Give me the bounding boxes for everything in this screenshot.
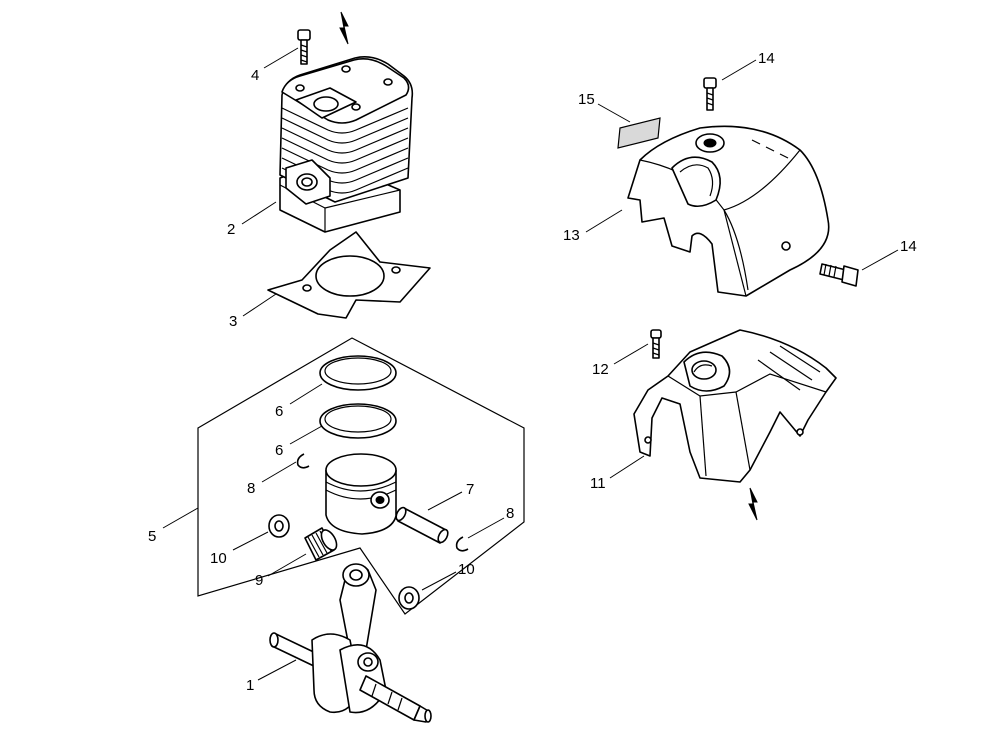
- part-shroud-11: [633, 329, 837, 483]
- leader-line-13: [585, 209, 623, 233]
- leader-line-14a: [721, 59, 757, 81]
- leader-line-8b: [467, 517, 505, 539]
- part-washer-10-left: [268, 514, 290, 538]
- part-screw-14-side: [819, 263, 859, 287]
- leader-line-14b: [861, 249, 899, 271]
- callout-4: 4: [251, 67, 259, 84]
- part-gasket-3: [267, 231, 431, 319]
- leader-line-7: [427, 491, 463, 511]
- callout-10-left: 10: [210, 550, 227, 567]
- leader-line-10b: [421, 571, 457, 591]
- callout-8-left: 8: [247, 480, 255, 497]
- callout-6-upper: 6: [275, 403, 283, 420]
- part-circlip-8-right: [455, 536, 469, 552]
- callout-15: 15: [578, 91, 595, 108]
- leader-line-5: [162, 507, 199, 529]
- part-label-15: [617, 117, 661, 149]
- leader-line-8a: [261, 461, 297, 483]
- leader-line-10a: [232, 531, 269, 551]
- part-screw-4: [297, 29, 311, 65]
- part-screw-14-top: [703, 77, 717, 111]
- callout-10-right: 10: [458, 561, 475, 578]
- piston-kit-group-outline: [197, 337, 525, 615]
- part-needle-bearing-9: [304, 527, 338, 561]
- part-piston-pin-7: [395, 506, 449, 544]
- callout-6-lower: 6: [275, 442, 283, 459]
- leader-line-2: [241, 201, 277, 225]
- leader-line-6a: [289, 383, 323, 405]
- leader-line-1: [257, 659, 297, 681]
- leader-line-3: [242, 293, 277, 317]
- leader-line-6b: [289, 425, 323, 445]
- callout-1: 1: [246, 677, 254, 694]
- part-piston-ring-6-lower: [319, 403, 397, 439]
- part-top-cover-13: [627, 125, 830, 297]
- arrow-down-top-icon: [339, 11, 349, 45]
- part-washer-10-right: [398, 586, 420, 610]
- callout-5: 5: [148, 528, 156, 545]
- callout-8-right: 8: [506, 505, 514, 522]
- callout-11: 11: [590, 475, 606, 492]
- callout-2: 2: [227, 221, 235, 238]
- part-piston-ring-6-upper: [319, 355, 397, 391]
- callout-7: 7: [466, 481, 474, 498]
- callout-9: 9: [255, 572, 263, 589]
- callout-12: 12: [592, 361, 609, 378]
- leader-line-4: [263, 47, 299, 69]
- callout-3: 3: [229, 313, 237, 330]
- callout-13: 13: [563, 227, 580, 244]
- leader-line-9: [267, 553, 307, 577]
- leader-line-12: [613, 343, 649, 365]
- callout-14-side: 14: [900, 238, 917, 255]
- arrow-down-bottom-icon: [748, 487, 758, 521]
- leader-line-11: [609, 455, 645, 479]
- part-cylinder-2: [279, 56, 414, 233]
- part-crankshaft-1: [269, 563, 432, 723]
- callout-14-top: 14: [758, 50, 775, 67]
- leader-line-15: [597, 103, 631, 123]
- part-screw-12: [650, 329, 662, 359]
- part-circlip-8-left: [296, 453, 310, 469]
- part-piston: [325, 453, 397, 535]
